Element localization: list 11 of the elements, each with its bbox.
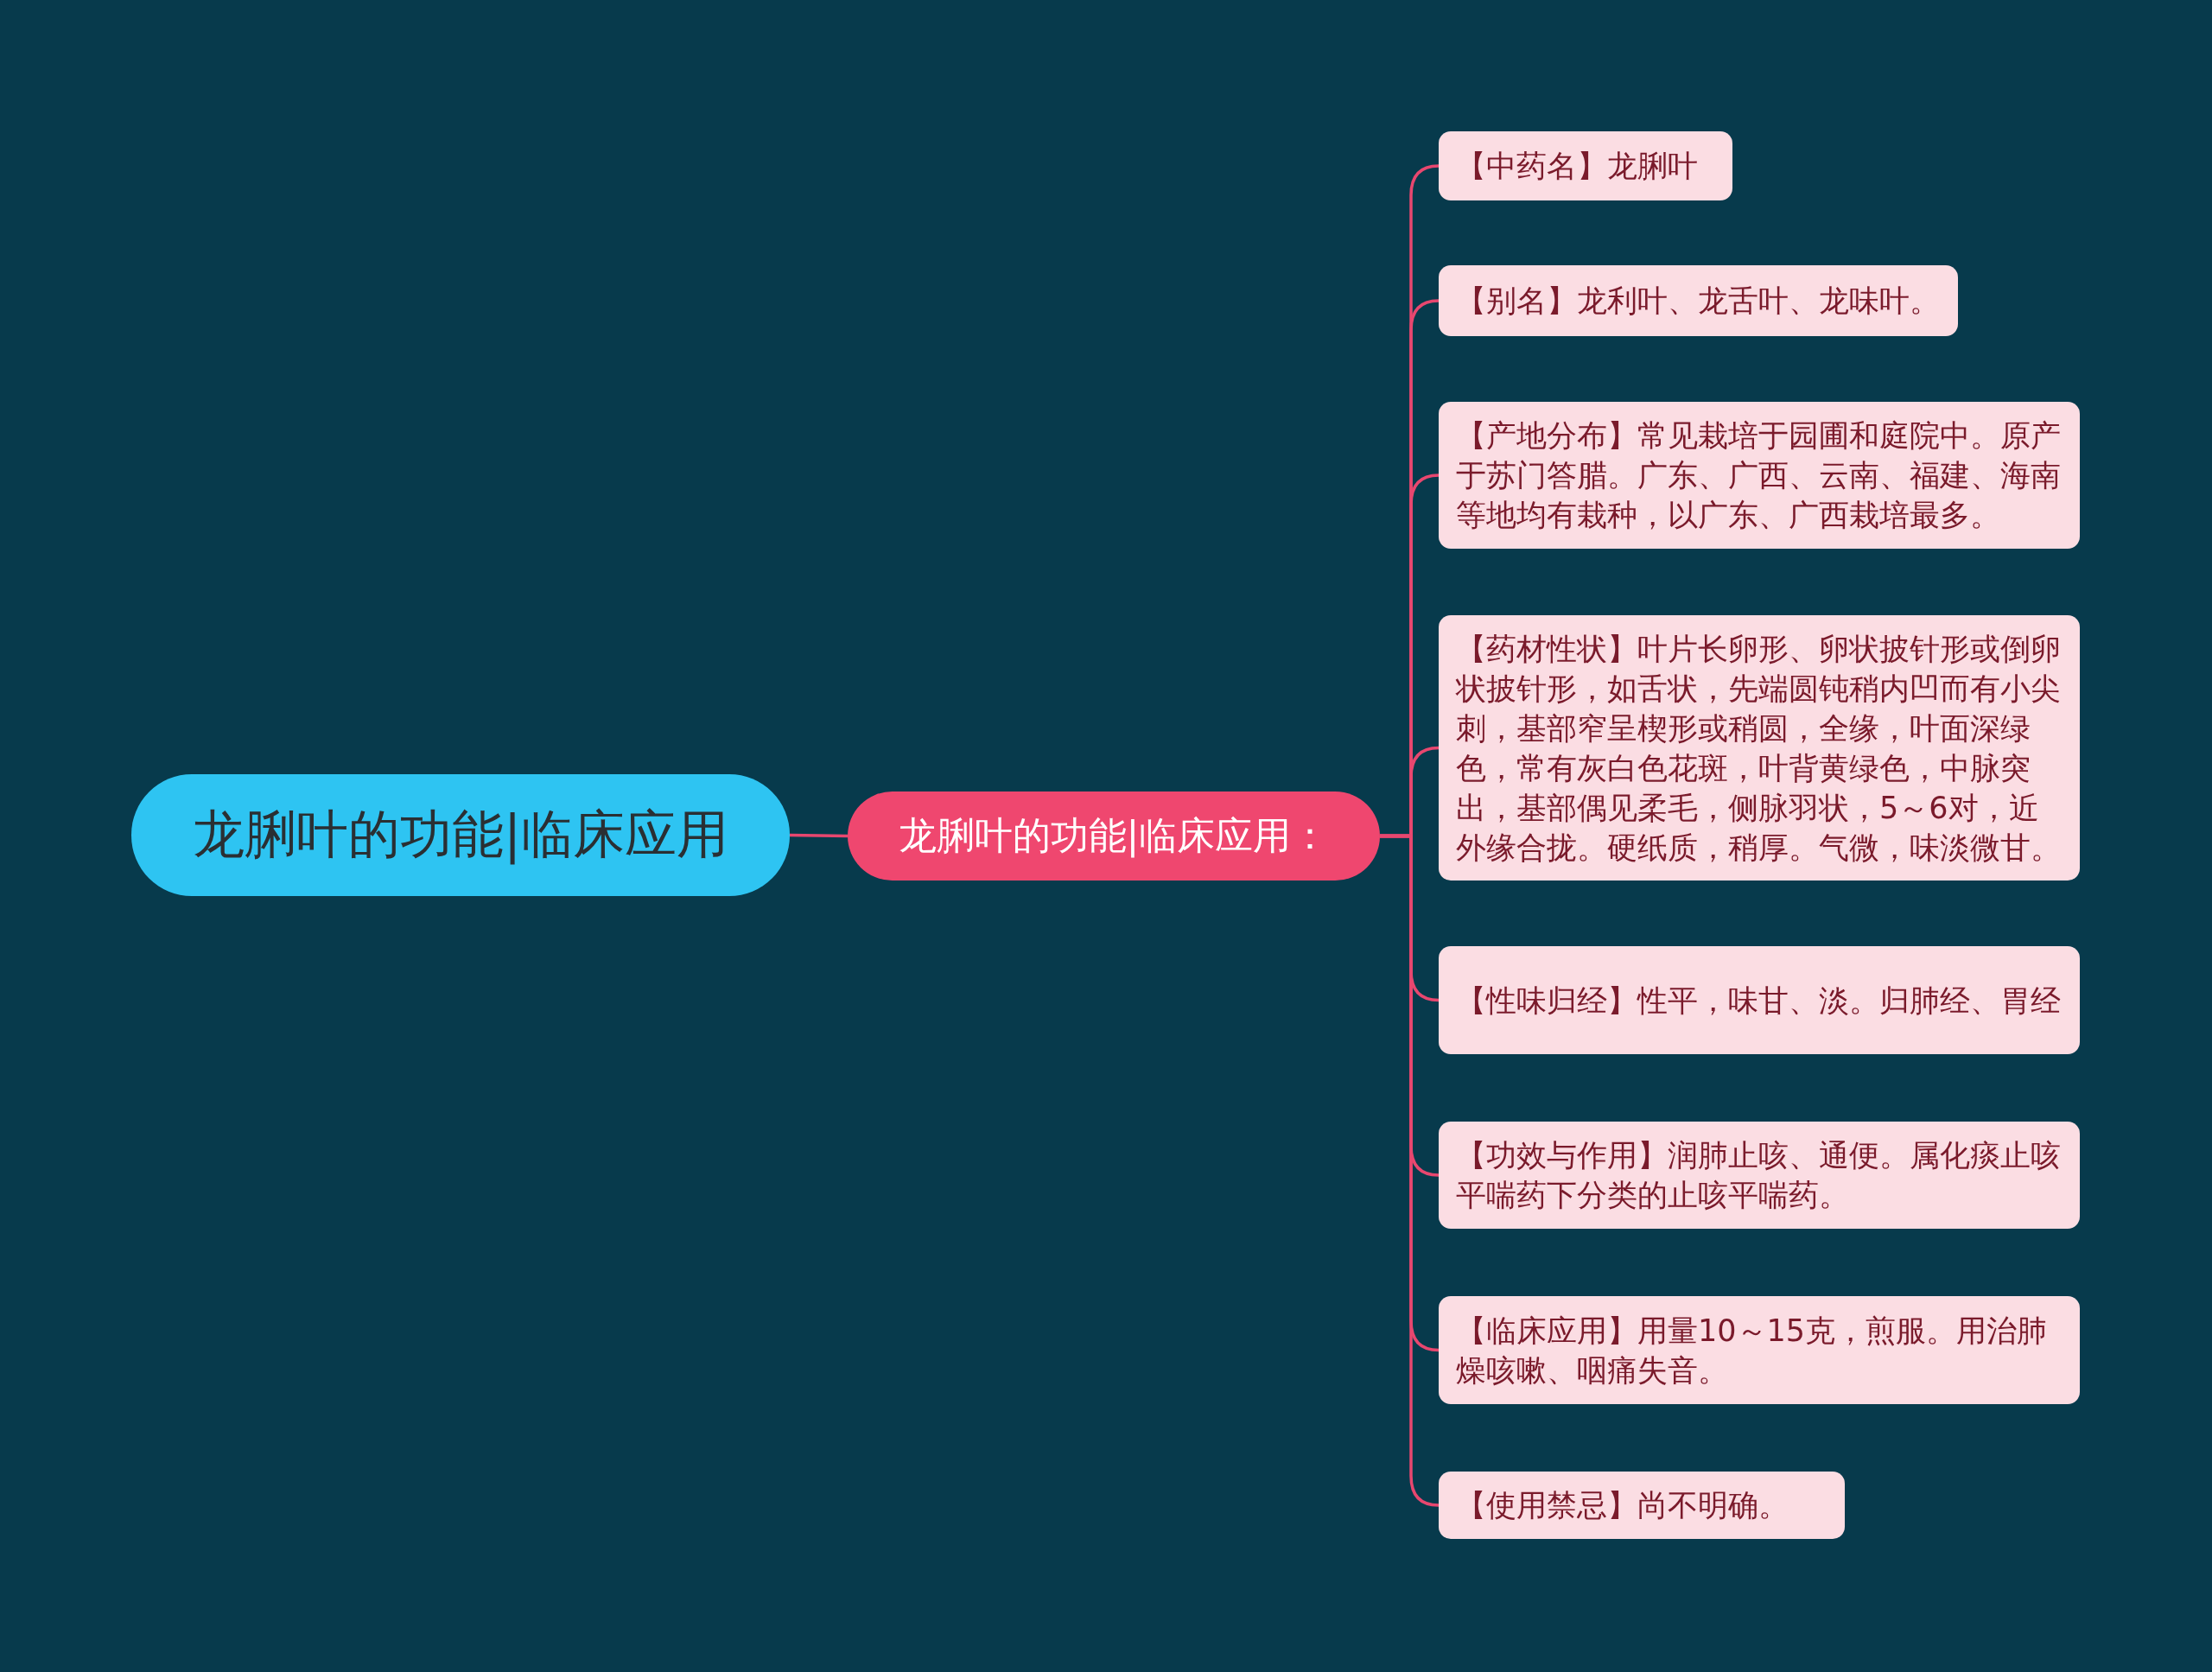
info-box: 【使用禁忌】尚不明确。 — [1439, 1472, 1845, 1539]
subtopic-box: 龙脷叶的功能|临床应用： — [848, 791, 1380, 881]
topic-box: 龙脷叶的功能|临床应用 — [131, 774, 790, 896]
info-box: 【药材性状】叶片长卵形、卵状披针形或倒卵状披针形，如舌状，先端圆钝稍内凹而有小尖刺，基部窄呈楔形或稍圆，全缘，叶面深绿色，常有灰白色花斑，叶背黄绿色，中脉突出，基部偶见柔毛，侧脉羽状，5～6对，近外缘合拢。硬纸质，稍厚。气微，味淡微甘。 — [1439, 615, 2080, 881]
info-box: 【别名】龙利叶、龙舌叶、龙味叶。 — [1439, 265, 1958, 336]
info-box: 【中药名】龙脷叶 — [1439, 131, 1732, 200]
info-box: 【临床应用】用量10～15克，煎服。用治肺燥咳嗽、咽痛失音。 — [1439, 1296, 2080, 1404]
info-box: 【功效与作用】润肺止咳、通便。属化痰止咳平喘药下分类的止咳平喘药。 — [1439, 1122, 2080, 1229]
info-box: 【性味归经】性平，味甘、淡。归肺经、胃经 — [1439, 946, 2080, 1054]
connector-line — [789, 833, 849, 838]
info-box: 【产地分布】常见栽培于园圃和庭院中。原产于苏门答腊。广东、广西、云南、福建、海南等地均有栽种，以广东、广西栽培最多。 — [1439, 402, 2080, 549]
